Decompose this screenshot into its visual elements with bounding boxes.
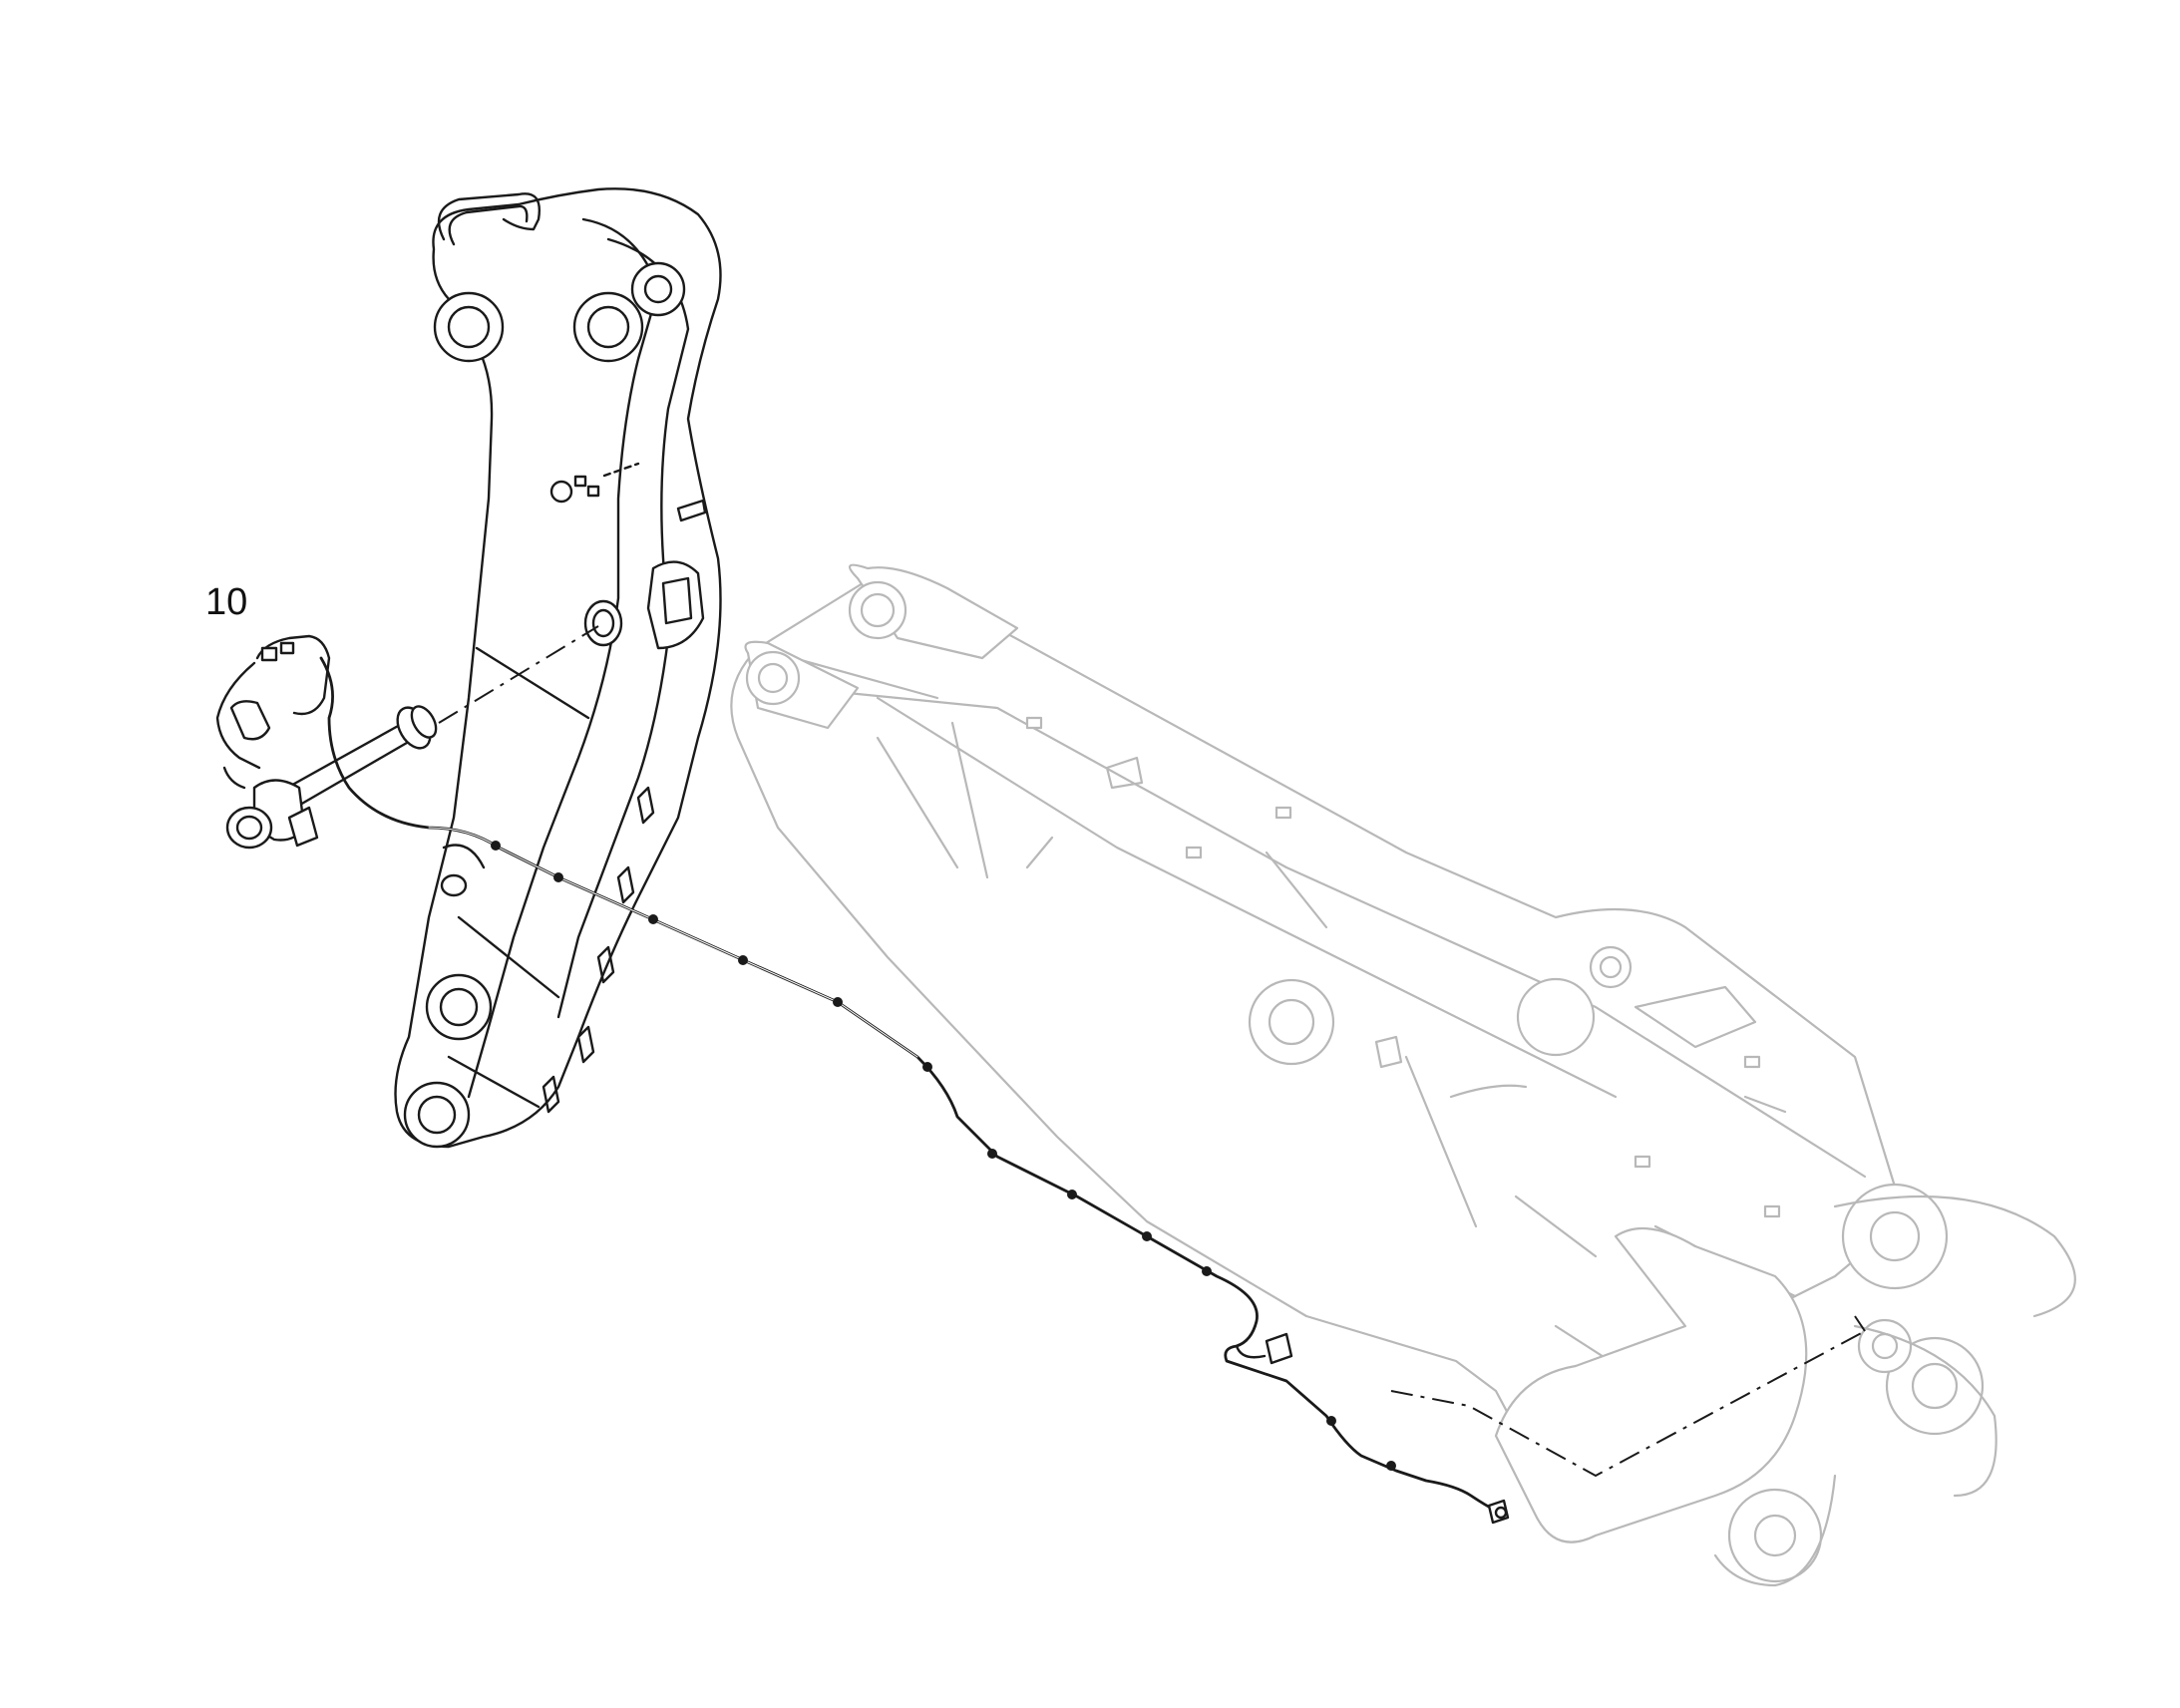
boom-assembly-ghost [730, 563, 2076, 1587]
item-10-sensor-harness [215, 625, 1866, 1525]
callout-label-10: 10 [205, 581, 248, 623]
stick-arm [394, 187, 722, 1149]
